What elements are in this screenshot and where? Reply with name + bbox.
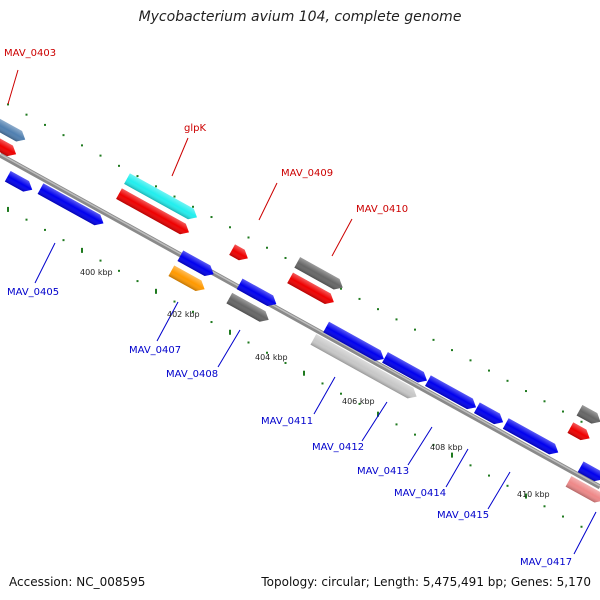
gene-mav-0413[interactable] (382, 352, 430, 386)
gene-arrow-shading (177, 250, 214, 277)
gene-arrow-shading (0, 113, 26, 142)
gene-arrow-shading (116, 188, 189, 235)
scale-label: 408 kbp (430, 443, 463, 452)
gene-arrow-shading (382, 352, 427, 383)
leader-line (7, 69, 19, 105)
leader-line (258, 182, 278, 221)
gene-label[interactable]: MAV_0405 (7, 287, 59, 298)
genome-backbone-highlight (0, 153, 600, 487)
leader-line (407, 426, 433, 466)
leader-line (487, 471, 511, 510)
gene-mav-0412[interactable] (310, 334, 419, 402)
gene-arrow-shading (0, 134, 17, 157)
gene-pink-e[interactable] (565, 476, 600, 506)
gene-label[interactable]: MAV_0407 (129, 345, 181, 356)
gene-arrow-shading (168, 265, 205, 292)
scale-label: 406 kbp (342, 397, 375, 406)
gene-gray-0410[interactable] (294, 257, 345, 293)
gene-label[interactable]: MAV_0414 (394, 488, 446, 499)
gene-gray-e[interactable] (576, 404, 600, 427)
gene-arrow-shading (577, 461, 600, 482)
gene-arrow-shading (473, 402, 504, 425)
gene-arrow-shading (567, 422, 590, 441)
gene-arrow-shading (565, 476, 600, 503)
scale-label: 402 kbp (167, 310, 200, 319)
gene-label[interactable]: MAV_0415 (437, 510, 489, 521)
gene-blue-d[interactable] (502, 418, 561, 458)
gene-arrow-shading (310, 334, 417, 399)
gene-label[interactable]: MAV_0412 (312, 442, 364, 453)
gene-mav-0409[interactable] (229, 244, 251, 263)
gene-arrow-shading (502, 418, 559, 455)
gene-label[interactable]: MAV_0411 (261, 416, 313, 427)
gene-arrow-shading (425, 375, 477, 410)
gene-mav-0417[interactable] (577, 461, 600, 484)
gene-blue-c[interactable] (236, 278, 280, 310)
genome-title: Mycobacterium avium 104, complete genome (138, 9, 462, 25)
leader-line (34, 242, 56, 284)
gene-red-e[interactable] (567, 422, 592, 443)
leader-line (361, 401, 388, 442)
gene-label[interactable]: MAV_0408 (166, 369, 218, 380)
leader-line (573, 511, 597, 555)
gene-blue-a[interactable] (4, 170, 35, 195)
gene-arrow-shading (287, 272, 334, 304)
gene-arrow-shading (4, 170, 33, 192)
gene-arrow-shading (236, 278, 277, 307)
gene-label[interactable]: MAV_0409 (281, 168, 333, 179)
leader-line (171, 137, 189, 177)
accession-label: Accession: NC_008595 (9, 575, 146, 589)
gene-red-glpk[interactable] (116, 188, 192, 237)
gene-arrow-shading (229, 244, 248, 261)
gene-arrow-shading (226, 292, 269, 322)
gene-red-0410[interactable] (287, 272, 337, 308)
scale-label: 400 kbp (80, 268, 113, 277)
gene-mav-0405[interactable] (37, 183, 107, 228)
leader-line (217, 329, 241, 368)
leader-line (331, 218, 353, 257)
gene-glpk[interactable] (124, 173, 200, 222)
gene-label[interactable]: MAV_0403 (4, 48, 56, 59)
gene-mav-0407[interactable] (168, 265, 207, 295)
scale-label: 404 kbp (255, 353, 288, 362)
gene-arrow-shading (323, 321, 384, 361)
gene-arrow-shading (124, 173, 197, 220)
genome-backbone (0, 152, 600, 490)
gene-label[interactable]: glpK (184, 123, 206, 134)
leader-line (445, 448, 469, 488)
leader-line (156, 301, 179, 342)
genome-summary-label: Topology: circular; Length: 5,475,491 bp… (261, 575, 591, 589)
gene-label[interactable]: MAV_0417 (520, 557, 572, 568)
leader-line (313, 376, 336, 415)
gene-label[interactable]: MAV_0410 (356, 204, 408, 215)
gene-arrow-shading (294, 257, 343, 290)
gene-mav-0414[interactable] (425, 375, 479, 412)
gene-arrow-shading (37, 183, 104, 226)
gene-blue-b[interactable] (177, 250, 216, 280)
gene-label[interactable]: MAV_0413 (357, 466, 409, 477)
gene-mav-0408[interactable] (226, 292, 271, 325)
gene-mav-0415[interactable] (473, 402, 506, 427)
gene-red-a[interactable] (0, 134, 19, 159)
scale-label: 410 kbp (517, 490, 550, 499)
gene-arrow-shading (576, 404, 600, 424)
gene-mav-0411[interactable] (323, 321, 387, 364)
gene-mav-0403[interactable] (0, 113, 28, 145)
